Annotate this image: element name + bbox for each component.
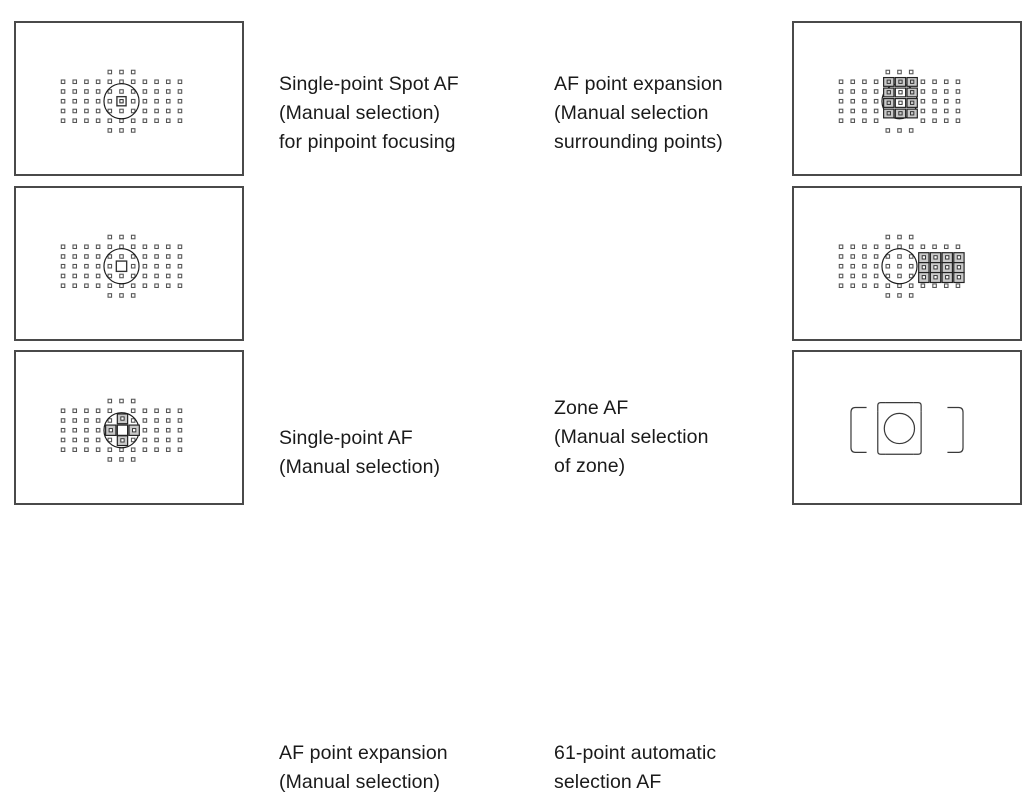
af-mode-row-1: Single-point Spot AF (Manual selection) …	[0, 21, 1035, 176]
left-bracket-icon	[850, 406, 867, 453]
viewfinder-frame-zone-af	[792, 186, 1022, 341]
af-mode-row-2: Single-point AF (Manual selection) Zone …	[0, 186, 1035, 478]
caption-af-point-expansion-surrounding: AF point expansion (Manual selection sur…	[554, 73, 723, 153]
caption-61-point-automatic-selection-af: 61-point automatic selection AF	[554, 742, 717, 793]
af-diagram-auto-61-icon	[850, 402, 964, 455]
selected-zone-group	[918, 252, 965, 284]
spot-metering-circle-icon	[103, 83, 140, 120]
selected-af-point-group	[105, 413, 140, 447]
af-mode-row-3: AF point expansion (Manual selection) 61…	[0, 350, 1035, 793]
selected-af-point	[115, 260, 128, 273]
af-diagram-expansion-cross-icon	[60, 398, 183, 462]
right-bracket-icon	[947, 406, 964, 453]
selected-af-point-group	[883, 76, 918, 119]
af-diagram-single-icon	[60, 234, 183, 298]
caption-single-point-af: Single-point AF (Manual selection)	[279, 427, 441, 478]
viewfinder-frame-af-point-expansion-surrounding	[792, 21, 1022, 176]
center-af-area-icon	[877, 402, 922, 455]
viewfinder-frame-61-point-automatic-selection-af	[792, 350, 1022, 505]
af-diagram-expansion-surround-icon	[838, 69, 961, 133]
caption-zone-af: Zone AF (Manual selection of zone)	[554, 397, 709, 477]
viewfinder-frame-single-point-af	[14, 186, 244, 341]
center-focus-circle-icon	[883, 412, 916, 445]
spot-metering-circle-icon	[103, 248, 140, 285]
af-diagram-spot-icon	[60, 69, 183, 133]
caption-af-point-expansion: AF point expansion (Manual selection)	[279, 742, 448, 793]
viewfinder-frame-af-point-expansion-cross	[14, 350, 244, 505]
af-modes-sheet: Single-point Spot AF (Manual selection) …	[0, 21, 1035, 793]
viewfinder-frame-single-point-spot-af	[14, 21, 244, 176]
caption-single-point-spot-af: Single-point Spot AF (Manual selection) …	[279, 73, 459, 153]
selected-af-point	[116, 95, 127, 107]
spot-metering-circle-icon	[881, 248, 918, 285]
af-diagram-zone-icon	[838, 234, 965, 298]
